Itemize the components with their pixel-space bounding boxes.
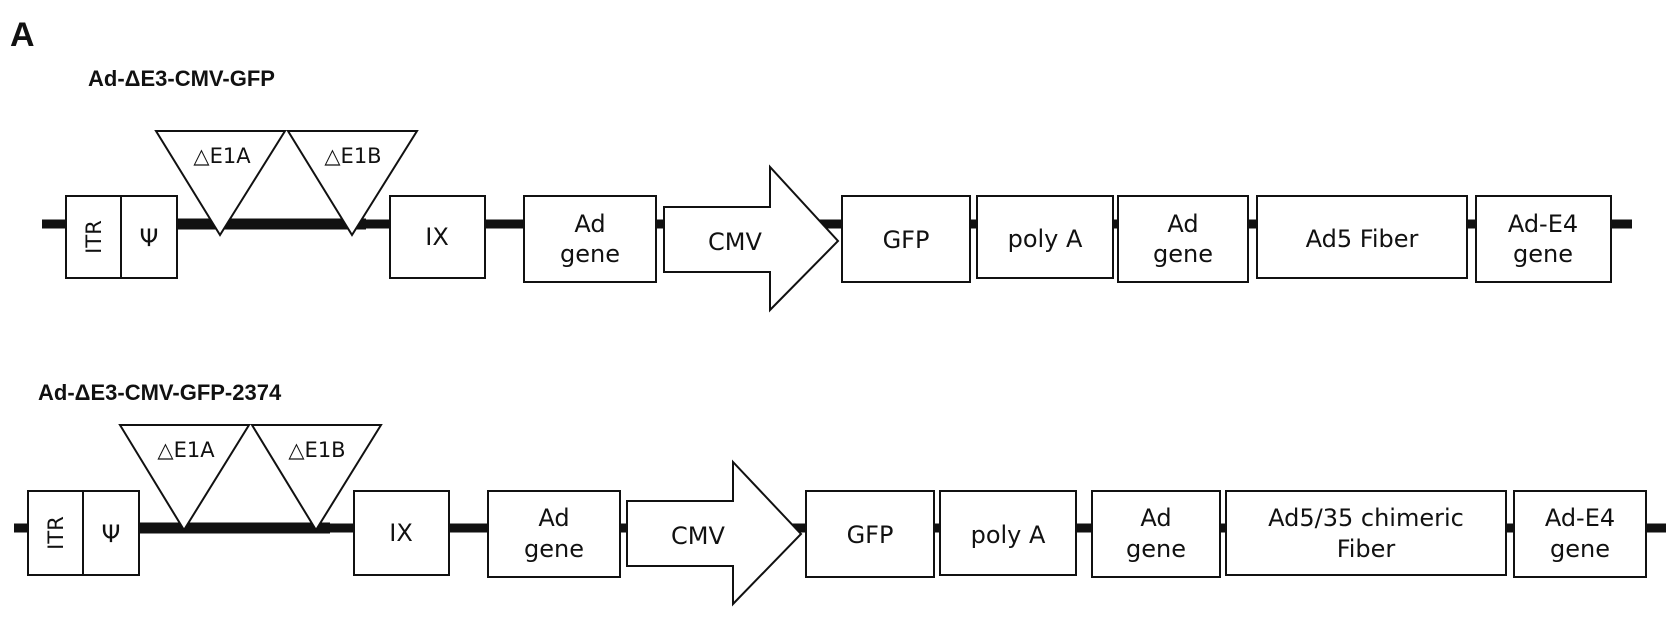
construct-2-itr-label: ITR	[44, 516, 68, 550]
construct-2-polya-label: poly A	[971, 521, 1046, 549]
construct-2-fiber-line1: Ad5/35 chimeric	[1268, 504, 1464, 532]
construct-1-ad-gene-line1: Ad	[574, 210, 605, 238]
construct-1-itr-label: ITR	[82, 220, 106, 254]
construct-2-ad-gene2-box	[1091, 490, 1221, 578]
construct-2-cmv-label: CMV	[671, 522, 725, 550]
construct-1-gfp-box	[841, 195, 971, 283]
construct-1-ix-label: IX	[425, 223, 449, 251]
construct-1-delta-e1a-label: △E1A	[193, 144, 251, 168]
construct-2-ix-label: IX	[389, 519, 413, 547]
construct-1-delta-e1b-label: △E1B	[324, 144, 381, 168]
panel-label: A	[10, 16, 35, 54]
construct-2-ix-box	[353, 490, 450, 576]
construct-2-e4-line2: gene	[1550, 535, 1610, 563]
construct-1-ad-gene-box	[523, 195, 657, 283]
construct-2-ad-gene2-line2: gene	[1126, 535, 1186, 563]
construct-2-cmv-arrow	[626, 459, 803, 607]
construct-1-psi-label: Ψ	[140, 224, 159, 252]
construct-2-psi-box	[82, 490, 140, 576]
construct-2-itr-box	[27, 490, 84, 576]
construct-1-e4-line2: gene	[1513, 240, 1573, 268]
construct-1-ad-gene-line2: gene	[560, 240, 620, 268]
construct-1-polya-box	[976, 195, 1114, 279]
construct-2-e4-box	[1513, 490, 1647, 578]
construct-2-e4-line1: Ad-E4	[1545, 504, 1615, 532]
construct-1-title: Ad-ΔE3-CMV-GFP	[88, 66, 275, 91]
construct-1: Ad-ΔE3-CMV-GFP ITR Ψ △E1A △E1B IX Ad gen…	[42, 66, 1632, 313]
construct-1-cmv-arrow	[663, 164, 840, 313]
construct-2-ad-gene2-line1: Ad	[1140, 504, 1171, 532]
construct-2-ad-gene-box	[487, 490, 621, 578]
construct-2-fiber-box	[1225, 490, 1507, 576]
construct-1-ix-box	[389, 195, 486, 279]
construct-1-gfp-label: GFP	[883, 226, 930, 254]
construct-1-ad-gene2-line2: gene	[1153, 240, 1213, 268]
construct-1-polya-label: poly A	[1008, 225, 1083, 253]
construct-1-delta-e1a-triangle	[154, 130, 287, 237]
construct-1-ad-gene2-line1: Ad	[1167, 210, 1198, 238]
construct-2-gfp-label: GFP	[847, 521, 894, 549]
construct-2-delta-e1b-triangle	[250, 424, 383, 532]
construct-2-ad-gene-line2: gene	[524, 535, 584, 563]
construct-2-ad-gene-line1: Ad	[538, 504, 569, 532]
construct-1-cmv-label: CMV	[708, 228, 762, 256]
construct-2-fiber-line2: Fiber	[1337, 535, 1396, 563]
construct-1-fiber-label: Ad5 Fiber	[1306, 225, 1419, 253]
construct-1-fiber-box	[1256, 195, 1468, 279]
construct-2-delta-e1a-label: △E1A	[157, 438, 215, 462]
construct-2-polya-box	[939, 490, 1077, 576]
construct-1-ad-gene2-box	[1117, 195, 1249, 283]
construct-2: Ad-ΔE3-CMV-GFP-2374 ITR Ψ △E1A △E1B IX A…	[14, 380, 1666, 607]
construct-1-e4-line1: Ad-E4	[1508, 210, 1578, 238]
construct-1-delta-e1b-triangle	[286, 130, 419, 237]
construct-1-psi-box	[120, 195, 178, 279]
construct-2-gfp-box	[805, 490, 935, 578]
construct-2-psi-label: Ψ	[102, 520, 121, 548]
construct-1-e4-box	[1475, 195, 1612, 283]
construct-2-delta-e1a-triangle	[118, 424, 251, 532]
construct-2-title: Ad-ΔE3-CMV-GFP-2374	[38, 380, 282, 405]
construct-2-delta-e1b-label: △E1B	[288, 438, 345, 462]
